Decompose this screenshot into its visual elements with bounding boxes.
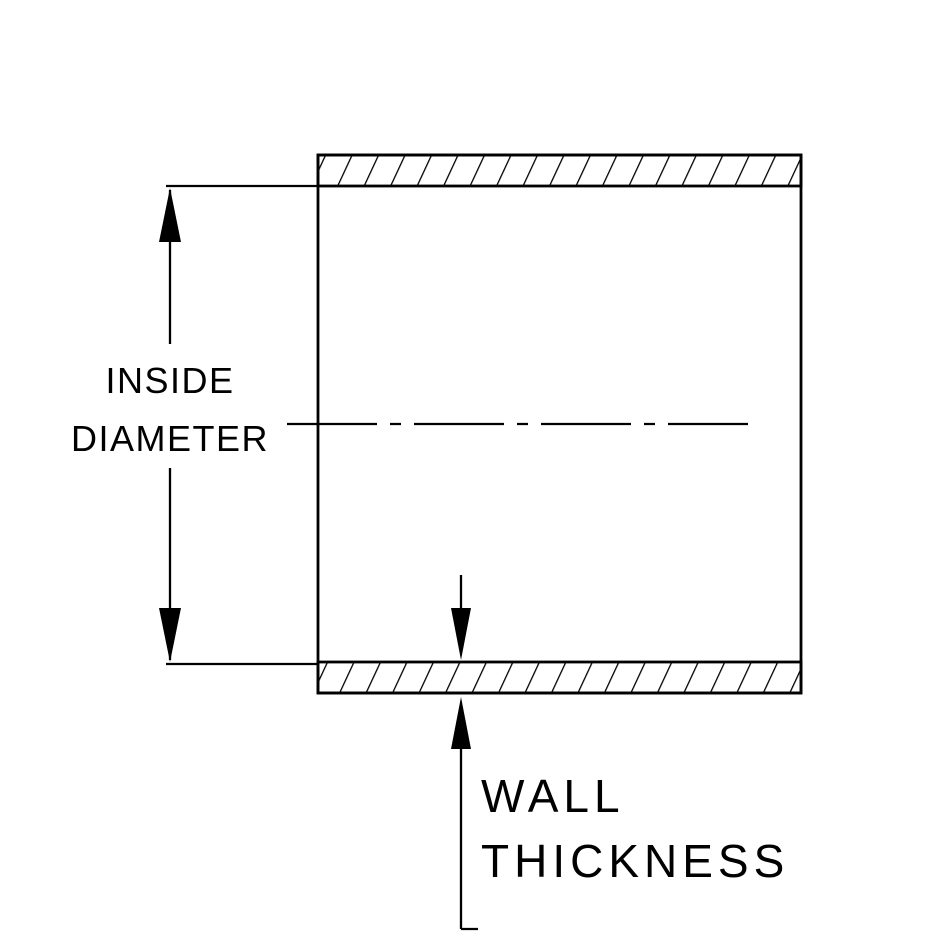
wall-thickness-arrow-down-icon xyxy=(451,608,471,660)
dimension-arrow-down-icon xyxy=(159,608,181,662)
dimension-arrow-up-icon xyxy=(159,188,181,242)
wall-thickness-label-line2: THICKNESS xyxy=(481,835,789,887)
top-wall-hatch xyxy=(316,153,803,188)
wall-thickness-label-line1: WALL xyxy=(481,770,625,822)
inside-diameter-label-line2: DIAMETER xyxy=(71,418,269,459)
bottom-wall-hatch xyxy=(316,660,803,695)
wall-thickness-arrow-up-icon xyxy=(451,697,471,749)
inside-diameter-label-line1: INSIDE xyxy=(105,360,234,401)
